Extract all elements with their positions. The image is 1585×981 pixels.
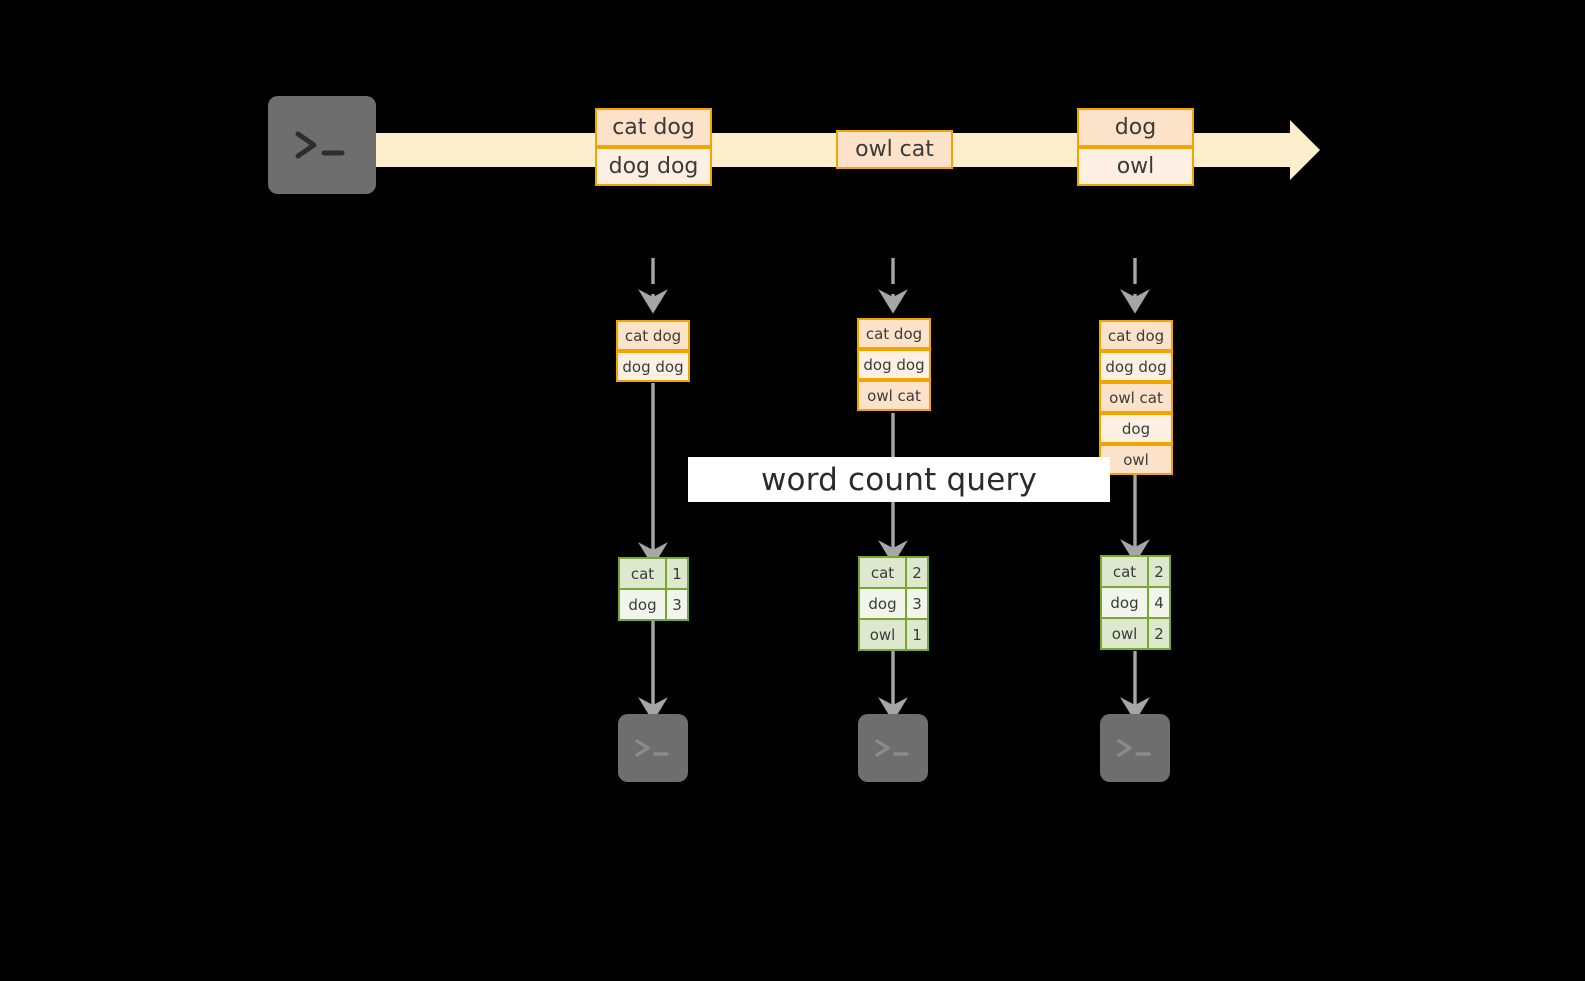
count-word: dog — [860, 589, 905, 618]
count-value: 2 — [1147, 557, 1169, 586]
stream-group-1-line-1: cat dog — [595, 108, 712, 147]
snapshot-2-sink-terminal-icon — [858, 714, 928, 782]
count-value: 2 — [1147, 619, 1169, 648]
snapshot-1-sink-terminal-icon — [618, 714, 688, 782]
snapshot-2-line-2: dog dog — [857, 349, 931, 380]
hatch-border — [268, 96, 376, 194]
source-terminal-icon — [268, 96, 376, 194]
snapshot-3-line-2: dog dog — [1099, 351, 1173, 382]
snapshot-3-line-5: owl — [1099, 444, 1173, 475]
count-value: 3 — [905, 589, 927, 618]
count-word: cat — [860, 558, 905, 587]
snapshot-3-line-4: dog — [1099, 413, 1173, 444]
table-row: owl 1 — [860, 618, 927, 649]
stream-group-3-line-2: owl — [1077, 147, 1194, 186]
count-value: 1 — [905, 620, 927, 649]
count-word: dog — [620, 590, 665, 619]
count-value: 2 — [905, 558, 927, 587]
prompt-glyph — [858, 714, 928, 782]
table-row: dog 4 — [1102, 586, 1169, 617]
hatch-border — [1100, 714, 1170, 782]
count-word: owl — [860, 620, 905, 649]
snapshot-1-count-table: cat 1 dog 3 — [618, 557, 689, 621]
table-row: cat 2 — [1102, 557, 1169, 586]
stream-group-3-line-1: dog — [1077, 108, 1194, 147]
count-word: cat — [1102, 557, 1147, 586]
hatch-border — [858, 714, 928, 782]
snapshot-3-line-3: owl cat — [1099, 382, 1173, 413]
table-row: cat 2 — [860, 558, 927, 587]
prompt-glyph — [618, 714, 688, 782]
snapshot-2-count-table: cat 2 dog 3 owl 1 — [858, 556, 929, 651]
query-label: word count query — [688, 457, 1110, 502]
snapshot-2-line-1: cat dog — [857, 318, 931, 349]
prompt-glyph — [268, 96, 376, 194]
prompt-glyph — [1100, 714, 1170, 782]
snapshot-3-sink-terminal-icon — [1100, 714, 1170, 782]
hatch-border — [618, 714, 688, 782]
snapshot-2-line-3: owl cat — [857, 380, 931, 411]
table-row: cat 1 — [620, 559, 687, 588]
table-row: owl 2 — [1102, 617, 1169, 648]
stream-group-1-line-2: dog dog — [595, 147, 712, 186]
count-value: 3 — [665, 590, 687, 619]
table-row: dog 3 — [620, 588, 687, 619]
stream-group-2-line-1: owl cat — [836, 130, 953, 169]
count-word: dog — [1102, 588, 1147, 617]
snapshot-3-line-1: cat dog — [1099, 320, 1173, 351]
snapshot-1-line-2: dog dog — [616, 351, 690, 382]
count-value: 1 — [665, 559, 687, 588]
snapshot-1-line-1: cat dog — [616, 320, 690, 351]
snapshot-3-count-table: cat 2 dog 4 owl 2 — [1100, 555, 1171, 650]
count-word: cat — [620, 559, 665, 588]
count-value: 4 — [1147, 588, 1169, 617]
table-row: dog 3 — [860, 587, 927, 618]
count-word: owl — [1102, 619, 1147, 648]
